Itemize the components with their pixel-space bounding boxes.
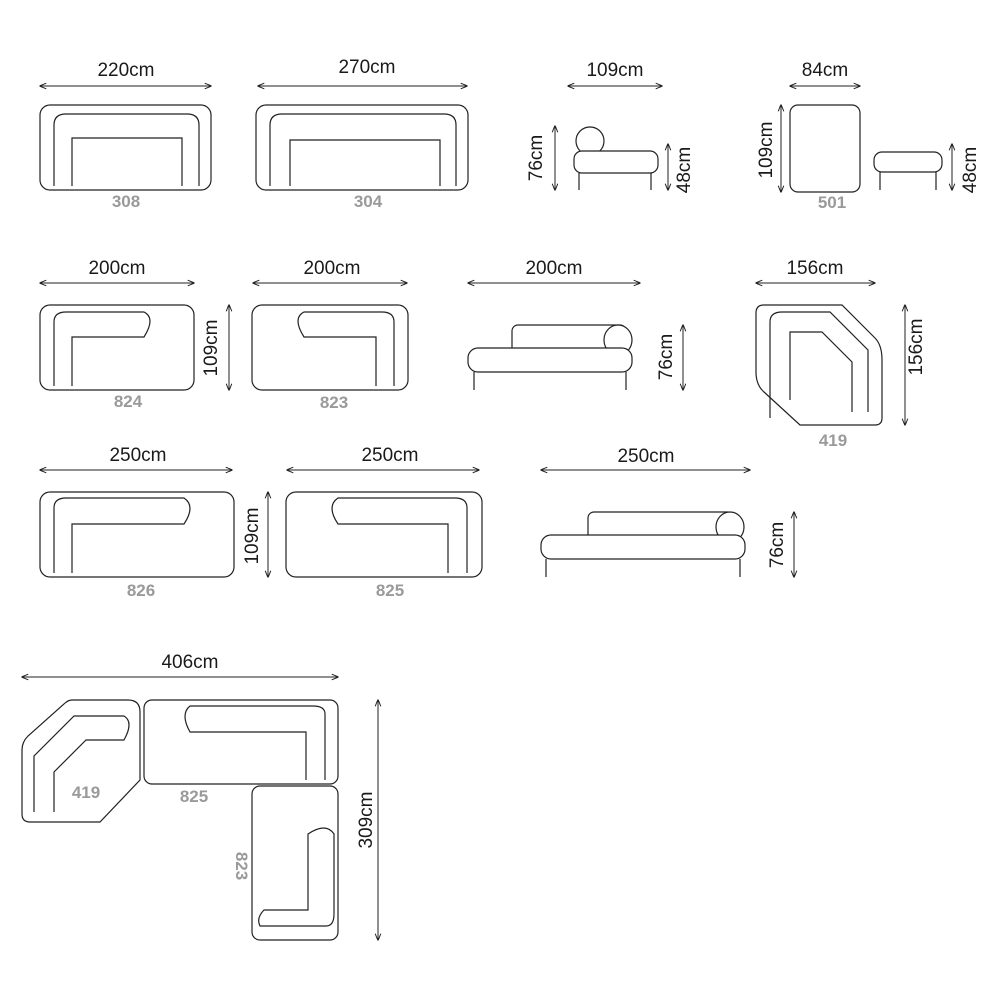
module-code: 826 — [127, 581, 155, 600]
width-label: 200cm — [525, 258, 582, 279]
width-label: 270cm — [338, 57, 395, 78]
combo-corner-code: 419 — [72, 783, 100, 802]
seat-outline — [71, 137, 183, 186]
module-304: 270cm 304 — [255, 57, 469, 211]
seat — [540, 534, 746, 560]
seat-height-label: 48cm — [674, 147, 695, 193]
sofa-side-view-250: 250cm 76cm — [541, 446, 794, 577]
ottoman-top-view — [789, 104, 861, 193]
module-outline — [285, 491, 483, 578]
height-label: 76cm — [526, 135, 547, 181]
module-code: 824 — [114, 392, 143, 411]
module-code: 501 — [818, 193, 846, 212]
chaise-outline — [53, 311, 151, 386]
width-label: 250cm — [617, 446, 674, 467]
height-label: 76cm — [656, 334, 677, 380]
module-501: 84cm 109cm 501 48cm — [756, 60, 981, 212]
seat-outline — [289, 139, 441, 186]
depth-label: 109cm — [201, 319, 222, 376]
module-code: 308 — [112, 192, 140, 211]
module-824: 200cm 109cm 824 — [40, 258, 229, 411]
module-826: 250cm 109cm 826 — [40, 445, 268, 600]
depth-label: 309cm — [356, 791, 377, 848]
chaise-outline — [331, 497, 468, 573]
module-outline — [39, 104, 212, 191]
combo-end-code: 823 — [232, 852, 251, 880]
seat-cushion — [573, 150, 659, 174]
module-code: 823 — [320, 393, 348, 412]
combo-corner-module — [21, 699, 141, 823]
module-308: 220cm 308 — [40, 60, 211, 211]
width-label: 220cm — [97, 60, 154, 81]
module-419: 156cm 156cm 419 — [756, 258, 927, 450]
module-code: 419 — [819, 431, 847, 450]
module-outline — [251, 304, 409, 391]
module-outline — [39, 304, 195, 391]
combo-mid-seat — [184, 705, 326, 780]
depth-label: 156cm — [906, 318, 927, 375]
chair-side-view: 109cm 76cm 48cm — [526, 60, 695, 193]
depth-label: 109cm — [756, 121, 777, 178]
width-label: 200cm — [88, 258, 145, 279]
sofa-side-view-200: 200cm 76cm — [468, 258, 683, 390]
combo-end-seat — [258, 827, 335, 927]
combo-mid-module — [143, 699, 339, 785]
module-825: 250cm 825 — [285, 445, 483, 600]
chaise-outline — [297, 311, 395, 386]
width-label: 156cm — [786, 258, 843, 279]
backrest-outline — [269, 113, 457, 186]
combination-layout: 406cm 419 825 823 309cm — [22, 652, 378, 940]
combo-end-module — [251, 785, 339, 941]
combo-mid-code: 825 — [180, 787, 208, 806]
chaise-outline — [53, 497, 191, 573]
width-label: 250cm — [361, 445, 418, 466]
module-outline — [39, 491, 235, 578]
seat-outline — [789, 331, 853, 412]
module-823: 200cm 823 — [251, 258, 409, 412]
module-outline — [255, 104, 469, 191]
width-label: 250cm — [109, 445, 166, 466]
module-code: 825 — [376, 581, 404, 600]
module-outline — [755, 304, 883, 426]
ottoman-side-view — [873, 151, 943, 173]
width-label: 84cm — [802, 60, 848, 81]
backrest-outline — [769, 311, 869, 418]
width-label: 406cm — [161, 652, 218, 673]
height-label: 76cm — [767, 522, 788, 568]
seat — [467, 347, 633, 373]
backrest-outline — [53, 113, 200, 186]
depth-label: 109cm — [242, 507, 263, 564]
height-label: 48cm — [960, 147, 981, 193]
combo-corner-seat — [33, 715, 130, 812]
width-label: 200cm — [303, 258, 360, 279]
width-label: 109cm — [586, 60, 643, 81]
module-code: 304 — [354, 192, 383, 211]
